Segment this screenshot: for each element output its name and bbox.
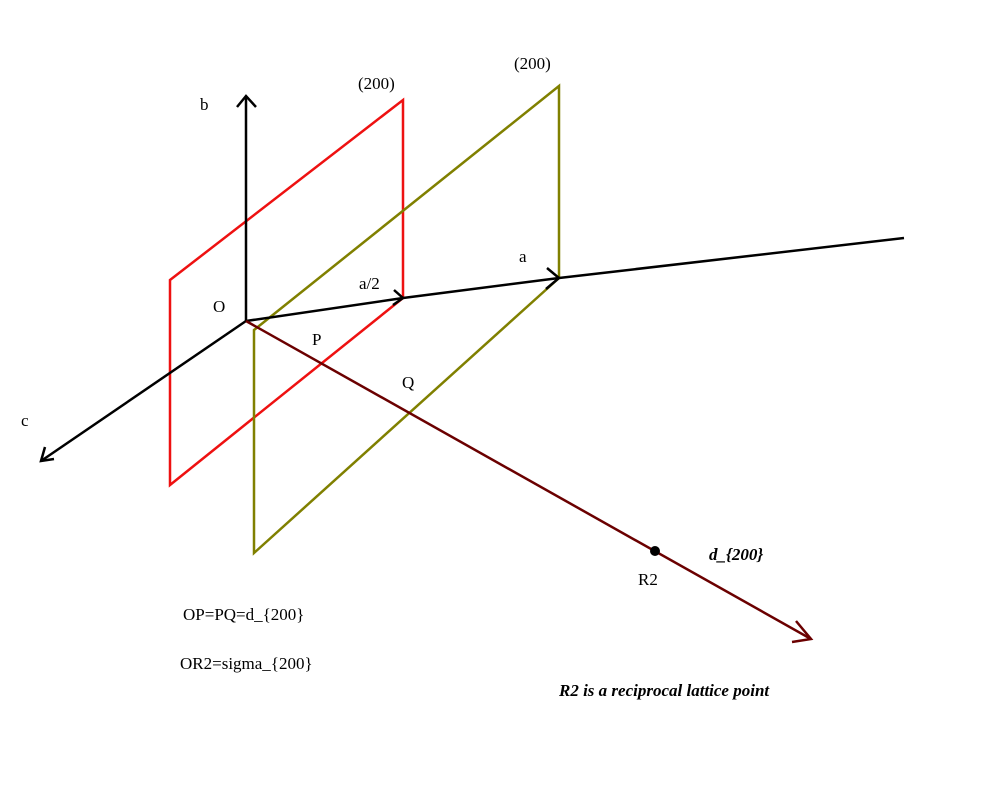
equation-or2: OR2=sigma_{200} <box>180 654 313 673</box>
d-200-label: d_{200} <box>709 545 763 564</box>
point-p-label: P <box>312 330 321 349</box>
point-q-label: Q <box>402 373 414 392</box>
b-axis-label: b <box>200 95 209 114</box>
c-axis <box>40 319 247 463</box>
r2-point <box>650 546 660 556</box>
a-full-arrowhead <box>545 267 561 290</box>
plane2-label: (200) <box>514 54 551 73</box>
plane-200-olive <box>252 83 561 556</box>
normal-vector <box>245 319 812 641</box>
a-half-label: a/2 <box>359 274 380 293</box>
c-axis-label: c <box>21 411 29 430</box>
a-label: a <box>519 247 527 266</box>
equation-op-pq: OP=PQ=d_{200} <box>183 605 304 624</box>
origin-label: O <box>213 297 225 316</box>
r2-note: R2 is a reciprocal lattice point <box>558 681 770 700</box>
a-half-arrowhead <box>392 289 406 307</box>
c-axis-arrowhead <box>39 446 55 463</box>
normal-vector-arrowhead <box>791 620 814 644</box>
point-r2-label: R2 <box>638 570 658 589</box>
plane1-label: (200) <box>358 74 395 93</box>
a-axis <box>245 236 905 323</box>
b-axis-arrowhead <box>236 94 257 108</box>
